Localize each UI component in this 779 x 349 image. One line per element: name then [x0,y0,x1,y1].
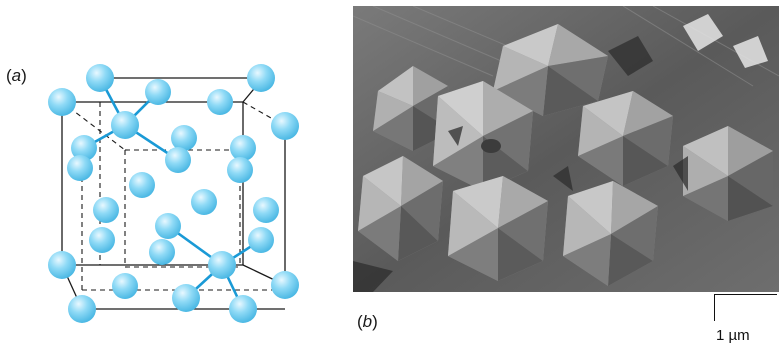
panel-a-letter: a [11,66,22,85]
crystal [563,181,658,286]
atom [68,295,96,323]
atom [172,284,200,312]
diamond-cubic-structure-diagram [48,64,299,323]
atom [171,125,197,151]
panel-b-label: (b) [357,312,378,331]
atom [207,89,233,115]
atom [230,135,256,161]
tetrahedral-bonds [82,76,263,311]
atom [129,172,155,198]
panel-a-label: (a) [6,66,27,85]
crystal [683,126,773,221]
atom [111,111,139,139]
atom [229,295,257,323]
crystal [493,24,608,116]
atom [271,271,299,299]
crystal [358,156,443,261]
atom [93,197,119,223]
atom [48,88,76,116]
inner-cube-edges [61,101,286,291]
atom [149,239,175,265]
outer-cube-edges [61,77,286,310]
atom [248,227,274,253]
atom [253,197,279,223]
atom [191,189,217,215]
atom [112,273,138,299]
atom [271,112,299,140]
atom [155,213,181,239]
crystal [578,91,673,186]
atom [67,155,93,181]
panel-b-letter: b [362,312,373,331]
atom [208,251,236,279]
atom [247,64,275,92]
atom [89,227,115,253]
scale-bar [714,294,777,321]
atom [71,135,97,161]
crystal [448,176,548,281]
crystal [433,81,533,191]
atom [227,157,253,183]
sem-micrograph [353,6,779,292]
atom [145,79,171,105]
scale-bar-label: 1 µm [716,327,750,344]
atom [86,64,114,92]
atoms [48,64,299,323]
atom [48,251,76,279]
atom [165,147,191,173]
